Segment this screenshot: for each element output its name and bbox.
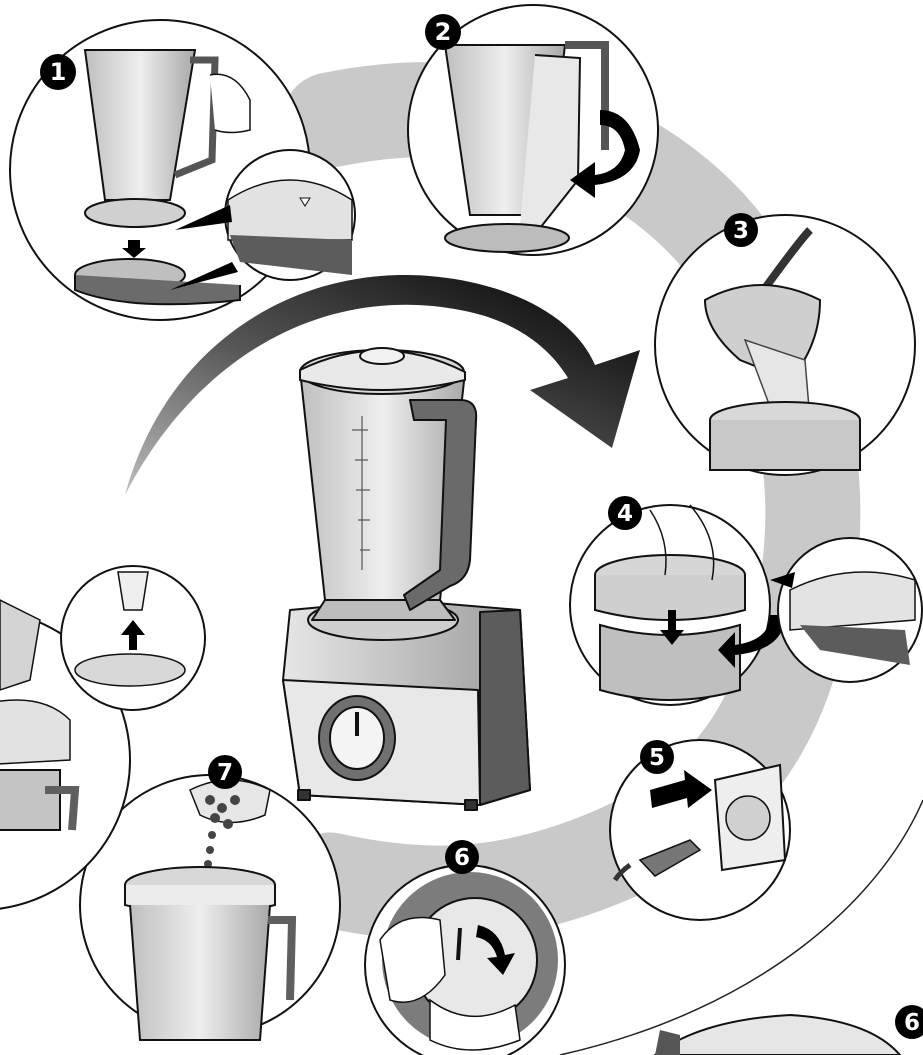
step-6b-number: 6 <box>904 1010 920 1036</box>
step-6b-panel: 6 <box>655 1005 923 1055</box>
step-6-number: 6 <box>454 845 470 871</box>
step-4-number: 4 <box>617 501 633 527</box>
step-2-panel: 2 <box>408 5 658 255</box>
step-5-number: 5 <box>649 745 665 771</box>
step-1-panel: 1 <box>10 20 355 320</box>
food-processor <box>283 348 530 810</box>
step-3-panel: 3 <box>655 213 915 475</box>
step-2-number: 2 <box>435 18 452 46</box>
step-5-panel: 5 <box>610 740 790 920</box>
step-3-number: 3 <box>733 218 749 244</box>
step-7-number: 7 <box>217 760 233 786</box>
step-1-number: 1 <box>50 58 67 86</box>
